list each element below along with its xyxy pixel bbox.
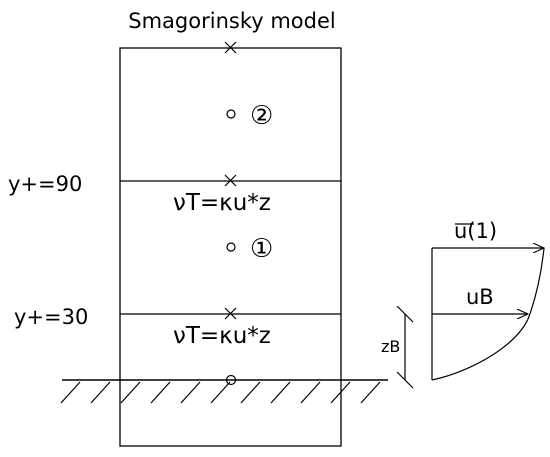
mean-velocity-label: u(1) bbox=[454, 219, 497, 243]
bottom-velocity-label: uB bbox=[466, 285, 494, 309]
wall-surface bbox=[60, 379, 388, 404]
cell-label-upper: ② bbox=[250, 101, 273, 131]
diagram-title: Smagorinsky model bbox=[128, 9, 335, 33]
node-upper-cell bbox=[226, 109, 236, 119]
level-label-lower: y+=30 bbox=[14, 305, 88, 329]
cross-marker-upper bbox=[224, 174, 237, 187]
cell-label-lower: ① bbox=[250, 234, 273, 264]
cross-marker-lower bbox=[224, 307, 237, 320]
zb-dimension bbox=[396, 305, 414, 389]
column-outline bbox=[119, 47, 342, 447]
level-label-upper: y+=90 bbox=[8, 172, 82, 196]
node-lower-cell bbox=[226, 242, 236, 252]
velocity-profile-curve bbox=[431, 247, 545, 381]
eddy-viscosity-equation-upper: νT=κu*z bbox=[173, 190, 271, 216]
zb-label: zB bbox=[381, 337, 400, 356]
eddy-viscosity-equation-lower: νT=κu*z bbox=[173, 323, 271, 349]
cross-marker-top bbox=[224, 41, 237, 54]
